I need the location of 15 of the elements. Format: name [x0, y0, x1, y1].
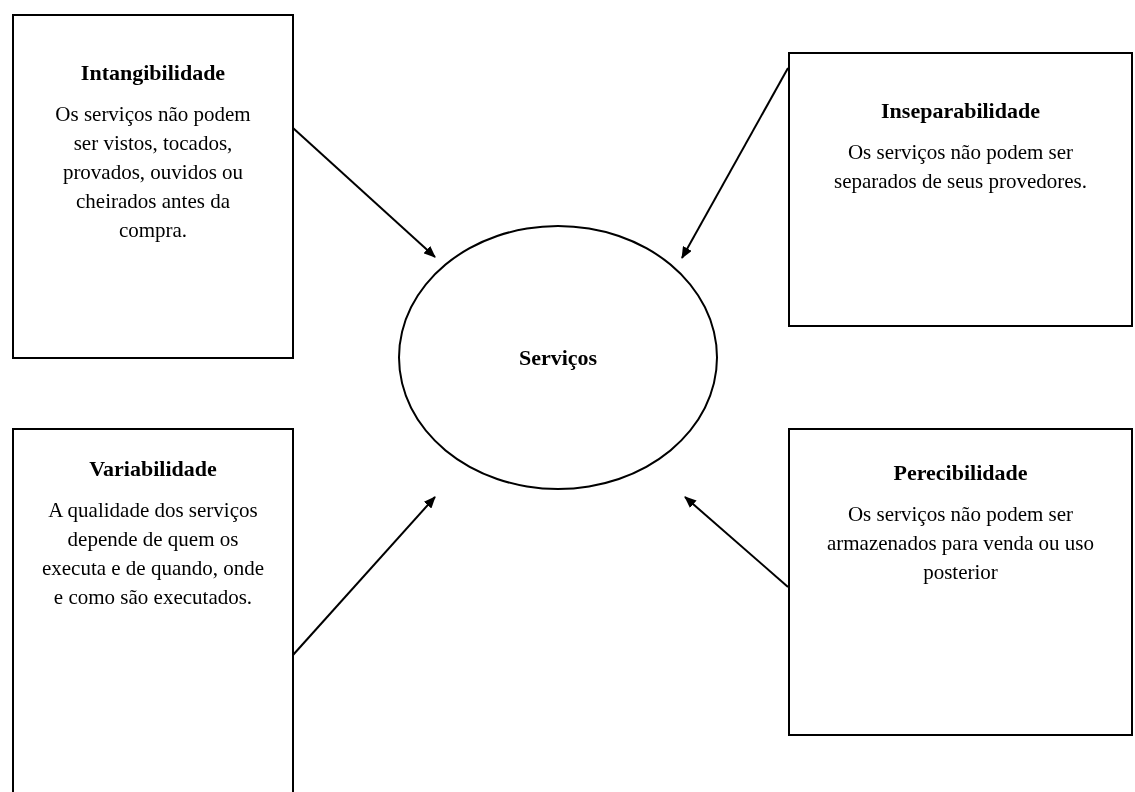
box-title: Inseparabilidade: [881, 98, 1040, 124]
characteristic-box: [788, 52, 1133, 327]
box-description: Os serviços não podem ser vistos, tocados, provados, ouvidos ou cheirados antes da compra.: [54, 101, 252, 244]
box-title: Intangibilidade: [80, 60, 226, 86]
box-description: Os serviços não podem ser separados de seus provedores.: [832, 139, 1089, 195]
box-title: Variabilidade: [89, 456, 217, 482]
box-description: Os serviços não podem ser armazenados para venda ou uso posterior: [825, 501, 1096, 586]
arrow: [684, 496, 789, 588]
characteristic-box: [12, 14, 294, 359]
box-title: Perecibilidade: [893, 460, 1028, 486]
center-label: Serviços: [518, 344, 598, 371]
arrow: [681, 67, 789, 259]
characteristic-box: [12, 428, 294, 792]
characteristic-box: [788, 428, 1133, 736]
box-description: A qualidade dos serviços depende de quem os executa e de quando, onde e como são executados.: [40, 497, 266, 611]
